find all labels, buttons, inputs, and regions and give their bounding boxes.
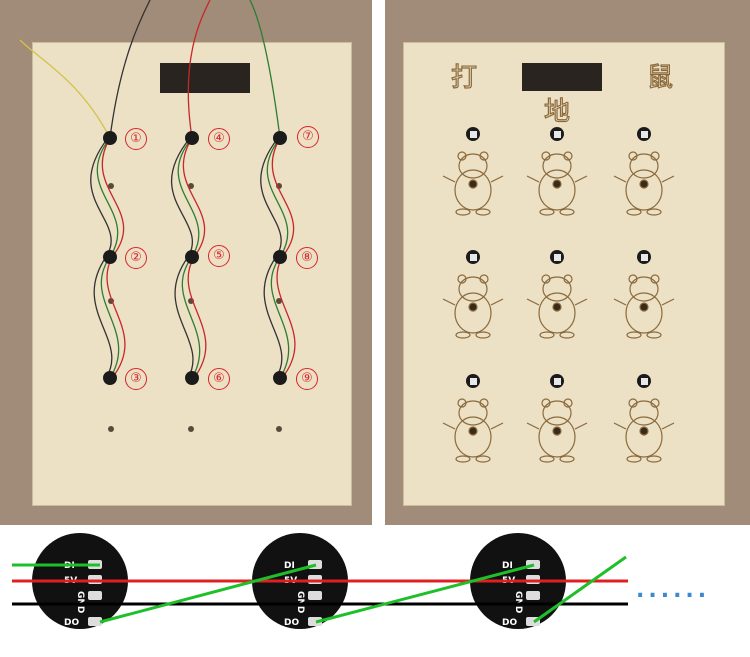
hole [108, 298, 114, 304]
hole [188, 183, 194, 189]
wiring-diagram-svg: DI 5V GND DO DI 5V GND DO DI 5V GND DO [12, 533, 710, 629]
mole-engraving [613, 398, 675, 463]
pin-label-do: DO [284, 618, 299, 628]
led [185, 250, 199, 264]
led [273, 131, 287, 145]
led [103, 371, 117, 385]
photo-right-board: 打 地 鼠 [385, 0, 750, 525]
pin-label-do: DO [64, 618, 79, 628]
pin-label-gnd: GND [513, 591, 523, 613]
hole [188, 426, 194, 432]
mole-engravings [442, 151, 675, 463]
led-number-6: ⑥ [208, 368, 230, 390]
led [550, 374, 564, 388]
mole-engraving [526, 274, 588, 339]
led-number-3: ③ [125, 368, 147, 390]
wiring-diagram: DI 5V GND DO DI 5V GND DO DI 5V GND DO [0, 525, 750, 653]
mole-engraving [613, 274, 675, 339]
mole-engraving [442, 274, 504, 339]
photo-left-board: ① ② ③ ④ ⑤ ⑥ ⑦ ⑧ ⑨ [0, 0, 372, 525]
hole [276, 183, 282, 189]
continuation-dots: ...... [636, 578, 710, 603]
led [550, 127, 564, 141]
led [185, 131, 199, 145]
led-number-1: ① [125, 128, 147, 150]
led [103, 250, 117, 264]
led-number-2: ② [125, 247, 147, 269]
mole-engraving [526, 151, 588, 216]
led [273, 371, 287, 385]
title-char-da: 打 [450, 62, 478, 93]
pin-label-do: DO [502, 618, 517, 628]
window-cutout [160, 63, 250, 93]
mole-engraving [442, 398, 504, 463]
led-number-7: ⑦ [297, 126, 319, 148]
data-wire [533, 555, 627, 624]
led-number-9: ⑨ [296, 368, 318, 390]
pin-label-di: DI [502, 561, 513, 571]
title-char-di: 地 [543, 96, 571, 127]
led-number-8: ⑧ [296, 247, 318, 269]
led [466, 374, 480, 388]
led [185, 371, 199, 385]
led [637, 127, 651, 141]
pin-label-gnd: GND [295, 591, 305, 613]
hole [108, 426, 114, 432]
led [637, 374, 651, 388]
hole [276, 298, 282, 304]
led-number-5: ⑤ [208, 245, 230, 267]
window-cutout [522, 63, 602, 91]
led [273, 250, 287, 264]
mole-engraving [613, 151, 675, 216]
mole-engraving [442, 151, 504, 216]
led [637, 250, 651, 264]
led [466, 127, 480, 141]
hole [188, 298, 194, 304]
led [466, 250, 480, 264]
hole [108, 183, 114, 189]
hole [276, 426, 282, 432]
mole-engraving [526, 398, 588, 463]
pin-label-di: DI [284, 561, 295, 571]
led [103, 131, 117, 145]
title-char-shu: 鼠 [646, 62, 674, 93]
led [550, 250, 564, 264]
data-wire [99, 563, 317, 624]
led-number-4: ④ [208, 128, 230, 150]
wooden-board-back [32, 42, 352, 506]
pin-label-gnd: GND [75, 591, 85, 613]
data-wire [315, 563, 535, 624]
